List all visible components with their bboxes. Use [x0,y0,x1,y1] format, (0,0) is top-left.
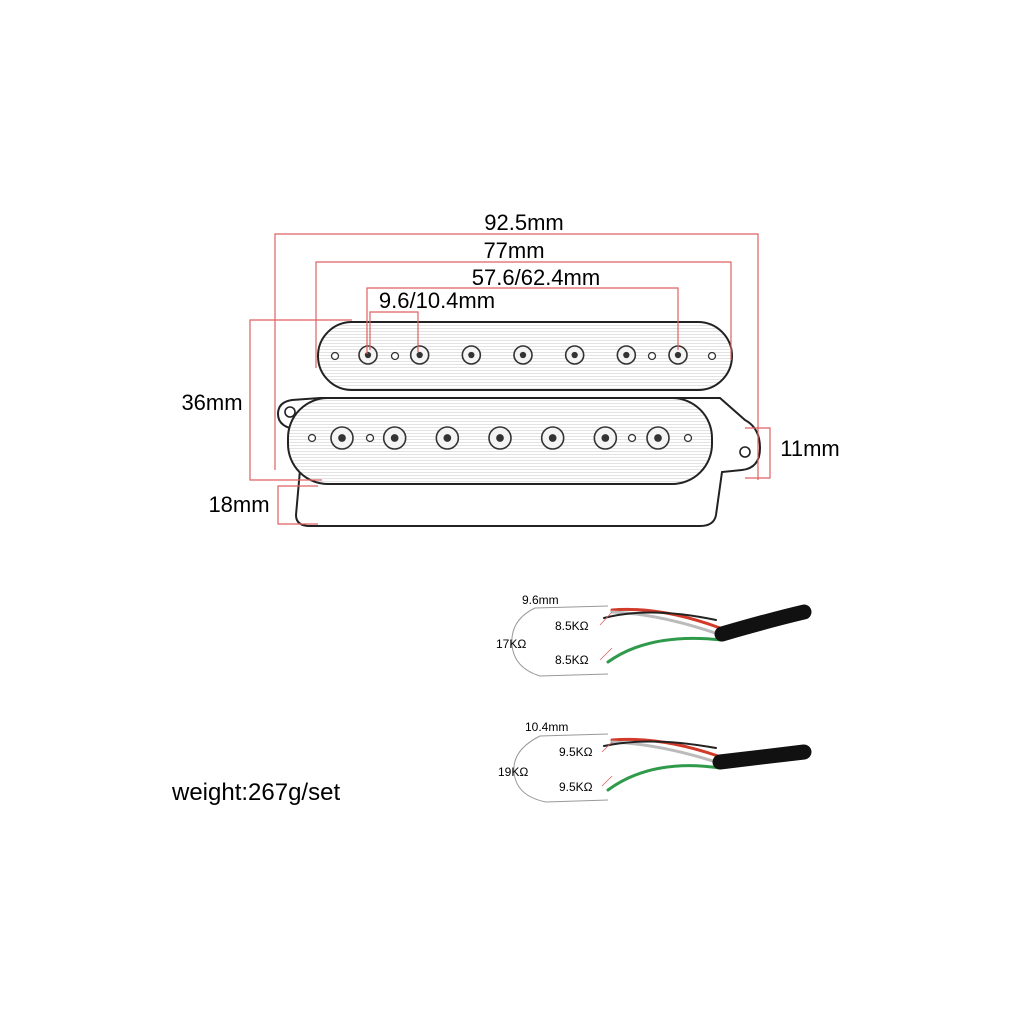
back-screw-1 [330,351,340,361]
front-pole-center-1 [338,434,346,442]
back-pole-center-5 [571,351,578,359]
leader-bottom-2 [601,775,613,787]
front-pole-center-3 [443,434,452,442]
front-pole-center-7 [654,434,662,442]
wiring-diagram-2: 10.4mm 19KΩ 9.5KΩ 9.5KΩ [498,720,812,803]
front-pole-center-6 [601,434,610,442]
front-pole-center-4 [496,434,504,442]
overall-length-label: 92.5mm [484,210,563,235]
front-screw-1 [307,433,317,443]
height-label: 36mm [181,390,242,415]
base-height-label: 18mm [208,492,269,517]
coil-bottom-resistance-label-2: 9.5KΩ [559,780,593,794]
mount-hole-right [739,446,751,458]
tab-width-label: 11mm [780,436,840,461]
back-screw-3 [647,351,657,361]
cable-2 [712,744,812,770]
dimension-lines [249,233,771,525]
coil-top-resistance-label-1: 8.5KΩ [555,619,589,633]
front-pole-center-5 [548,434,557,442]
body-length-bracket [315,261,732,368]
wiring-diagram-1: 9.6mm 17KΩ 8.5KΩ 8.5KΩ [496,593,812,677]
coil-outline-1 [511,605,609,677]
front-screw-4 [683,433,693,443]
coil-bottom-resistance-label-1: 8.5KΩ [555,653,589,667]
pickup-body [276,321,762,527]
coil-top-resistance-label-2: 9.5KΩ [559,745,593,759]
front-screw-3 [627,433,637,443]
back-pole-center-3 [468,351,475,359]
total-resistance-label-1: 17KΩ [496,637,526,651]
back-coil-poles [330,345,717,365]
wire-green-1 [606,636,724,664]
back-pole-center-1 [364,351,372,359]
back-pole-center-4 [519,351,527,359]
base-height-bracket [277,485,318,525]
front-coil-poles [307,426,693,450]
body-length-label: 77mm [483,238,544,263]
back-screw-2 [390,351,400,361]
mount-hole-left [284,406,296,418]
pole-span-label: 57.6/62.4mm [472,265,600,290]
front-screw-2 [365,433,375,443]
wire-green-2 [606,764,722,792]
wire-black-1 [603,611,717,621]
back-pole-center-7 [674,351,682,359]
back-pole-center-6 [623,351,630,359]
pole-spacing-bracket [369,311,419,352]
back-pole-center-2 [416,351,423,359]
cable-1 [714,604,812,642]
coil-outline-2 [513,733,609,803]
leader-top-1 [599,611,613,626]
wire-black-2 [603,740,717,749]
pole-spacing-label: 9.6/10.4mm [379,288,495,313]
spacing-label-2: 10.4mm [525,720,568,734]
overall-length-bracket [274,233,759,480]
spacing-label-1: 9.6mm [522,593,559,607]
wire-white-1 [610,610,720,636]
front-pole-center-2 [390,434,399,442]
pole-span-bracket [366,287,679,354]
weight-label: weight:267g/set [172,779,341,806]
tab-width-bracket [745,427,771,479]
height-bracket [249,319,352,481]
back-screw-4 [707,351,717,361]
leader-top-2 [601,741,613,753]
total-resistance-label-2: 19KΩ [498,765,528,779]
leader-bottom-1 [599,647,613,661]
